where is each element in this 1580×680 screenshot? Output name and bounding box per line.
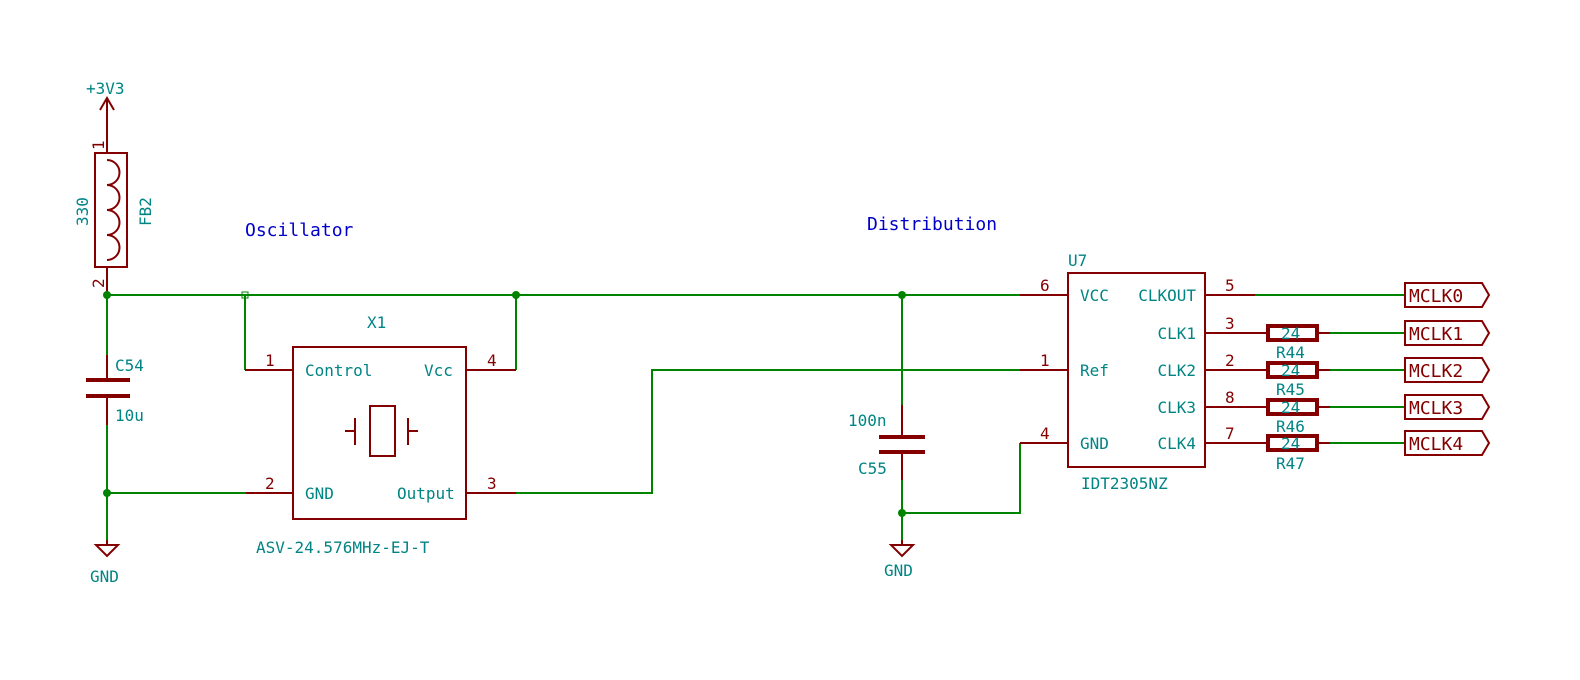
x1-pin4-number: 4 bbox=[487, 351, 497, 370]
u7-pin-number: 5 bbox=[1225, 276, 1235, 295]
x1-pin-gnd: GND bbox=[305, 484, 334, 503]
r44-ref: R44 bbox=[1276, 343, 1305, 362]
u7-pin-number: 2 bbox=[1225, 351, 1235, 370]
r47-value: 24 bbox=[1281, 434, 1300, 453]
global-label-mclk0[interactable]: MCLK0 bbox=[1404, 282, 1491, 308]
x1-pin3-number: 3 bbox=[487, 474, 497, 493]
r47-ref: R47 bbox=[1276, 454, 1305, 473]
power-3v3-symbol[interactable]: +3V3 bbox=[86, 79, 125, 153]
capacitor-c55[interactable]: 100n C55 bbox=[848, 405, 925, 480]
ferrite-bead-fb2[interactable]: 1 2 330 FB2 bbox=[73, 140, 155, 295]
wire-gnd-net[interactable] bbox=[106, 425, 246, 540]
mclk3-label-text: MCLK3 bbox=[1409, 398, 1463, 419]
fb2-value: 330 bbox=[73, 197, 92, 226]
gnd-symbol-1[interactable]: GND bbox=[90, 540, 121, 586]
c55-value: 100n bbox=[848, 411, 887, 430]
r46-ref: R46 bbox=[1276, 417, 1305, 436]
u7-value: IDT2305NZ bbox=[1081, 474, 1168, 493]
mclk2-label-text: MCLK2 bbox=[1409, 361, 1463, 382]
junction bbox=[898, 509, 906, 517]
u7-pin-gnd: GND bbox=[1080, 434, 1109, 453]
x1-pin-control: Control bbox=[305, 361, 372, 380]
resistor-r46[interactable]: 24 R46 bbox=[1266, 398, 1330, 436]
fb2-pin1-number: 1 bbox=[89, 140, 108, 150]
x1-pin-output: Output bbox=[397, 484, 455, 503]
u7-pin-number: 1 bbox=[1040, 351, 1050, 370]
u7-pin-clkout: CLKOUT bbox=[1138, 286, 1196, 305]
r45-value: 24 bbox=[1281, 361, 1300, 380]
u7-pin-clk3: CLK3 bbox=[1157, 398, 1196, 417]
mclk4-label-text: MCLK4 bbox=[1409, 434, 1463, 455]
u7-pin-vcc: VCC bbox=[1080, 286, 1109, 305]
u7-pin-number: 8 bbox=[1225, 388, 1235, 407]
u7-pin-clk2: CLK2 bbox=[1157, 361, 1196, 380]
gnd-label-2: GND bbox=[884, 561, 913, 580]
wire-mclk-outputs[interactable] bbox=[1330, 332, 1405, 444]
u7-pin-number: 7 bbox=[1225, 424, 1235, 443]
note-oscillator: Oscillator bbox=[245, 220, 354, 241]
r46-value: 24 bbox=[1281, 398, 1300, 417]
global-label-mclk1[interactable]: MCLK1 bbox=[1404, 320, 1491, 346]
r45-ref: R45 bbox=[1276, 380, 1305, 399]
junction bbox=[103, 489, 111, 497]
u7-pin-clk1: CLK1 bbox=[1157, 324, 1196, 343]
r44-value: 24 bbox=[1281, 324, 1300, 343]
x1-value: ASV-24.576MHz-EJ-T bbox=[256, 538, 430, 557]
c55-ref: C55 bbox=[858, 459, 887, 478]
wire-gnd-u7[interactable] bbox=[901, 443, 1021, 540]
u7-pin-number: 6 bbox=[1040, 276, 1050, 295]
resistor-r44[interactable]: 24 R44 bbox=[1266, 324, 1330, 362]
x1-ref: X1 bbox=[367, 313, 386, 332]
c54-ref: C54 bbox=[115, 356, 144, 375]
c54-value: 10u bbox=[115, 406, 144, 425]
wire-ref-clock[interactable] bbox=[516, 369, 1020, 494]
mclk1-label-text: MCLK1 bbox=[1409, 324, 1463, 345]
capacitor-c54[interactable]: C54 10u bbox=[86, 295, 144, 425]
global-label-mclk4[interactable]: MCLK4 bbox=[1404, 430, 1491, 456]
resistor-r47[interactable]: 24 R47 bbox=[1266, 434, 1330, 473]
u7-pin-ref: Ref bbox=[1080, 361, 1109, 380]
note-distribution: Distribution bbox=[867, 214, 997, 235]
mclk0-label-text: MCLK0 bbox=[1409, 286, 1463, 307]
crystal-icon bbox=[345, 405, 418, 457]
gnd-label-1: GND bbox=[90, 567, 119, 586]
gnd-symbol-2[interactable]: GND bbox=[884, 540, 916, 580]
clock-buffer-u7[interactable]: U7 IDT2305NZ 6 1 4 VCC Ref GND CLKOUT CL… bbox=[1020, 251, 1268, 493]
global-label-mclk3[interactable]: MCLK3 bbox=[1404, 394, 1491, 420]
u7-ref: U7 bbox=[1068, 251, 1087, 270]
u7-pin-number: 4 bbox=[1040, 424, 1050, 443]
oscillator-x1[interactable]: X1 ASV-24.576MHz-EJ-T 1 4 2 3 Control Vc… bbox=[245, 313, 516, 557]
global-label-mclk2[interactable]: MCLK2 bbox=[1404, 357, 1491, 383]
power-3v3-label: +3V3 bbox=[86, 79, 125, 98]
x1-pin1-number: 1 bbox=[265, 351, 275, 370]
fb2-pin2-number: 2 bbox=[89, 278, 108, 288]
x1-pin2-number: 2 bbox=[265, 474, 275, 493]
u7-pin-clk4: CLK4 bbox=[1157, 434, 1196, 453]
fb2-ref: FB2 bbox=[136, 197, 155, 226]
x1-pin-vcc: Vcc bbox=[424, 361, 453, 380]
resistor-r45[interactable]: 24 R45 bbox=[1266, 361, 1330, 399]
u7-pin-number: 3 bbox=[1225, 314, 1235, 333]
